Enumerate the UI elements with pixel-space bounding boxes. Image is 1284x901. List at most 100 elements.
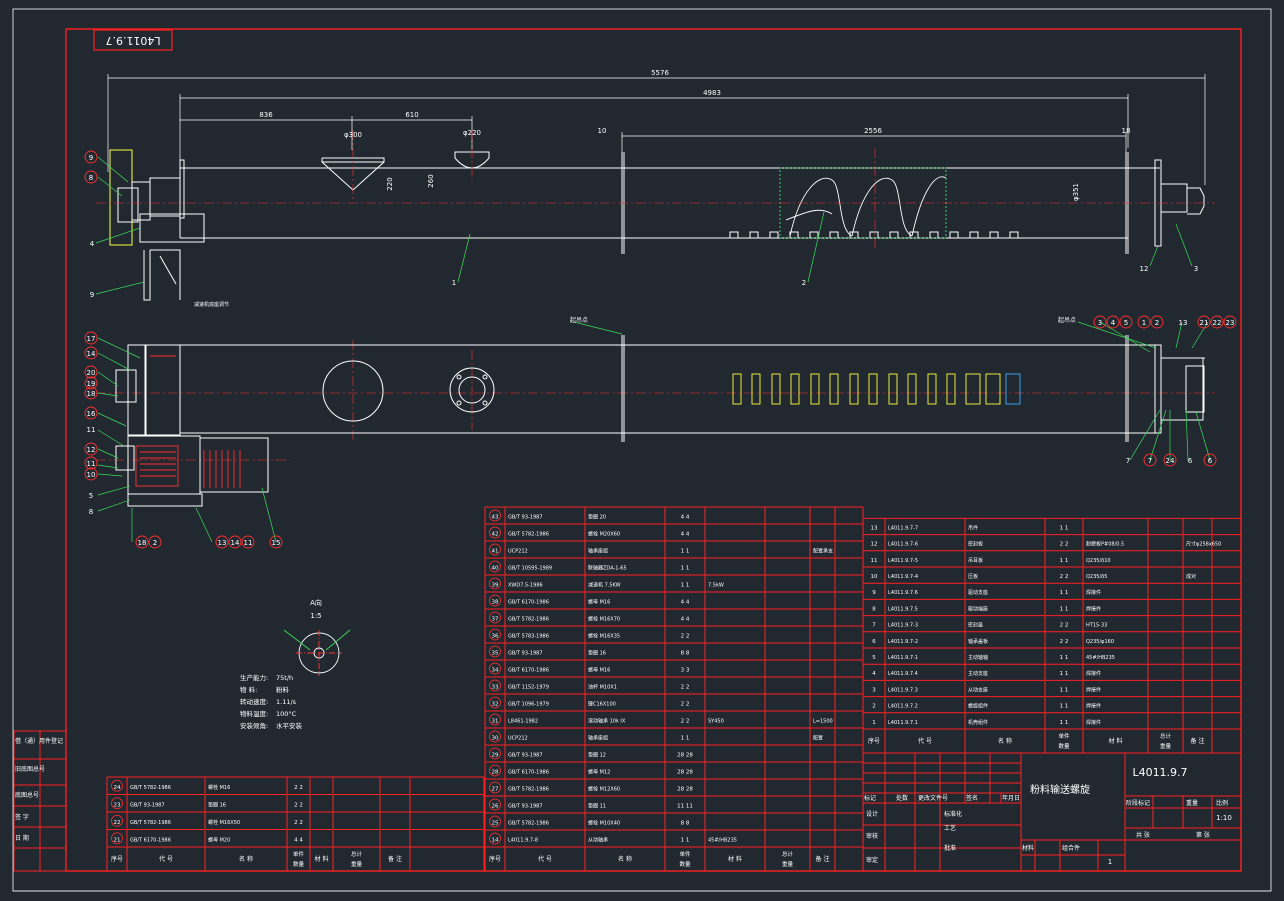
tb-label-date: 年月日 bbox=[1002, 794, 1020, 802]
tb-label-scale: 比例 bbox=[1216, 799, 1228, 807]
bom-mid-code-1: GB/T 5782-1986 bbox=[508, 532, 549, 538]
bom-mid-seq-13: 30 bbox=[492, 736, 499, 742]
balloon-plan-left-10: 5 bbox=[89, 492, 93, 500]
title-block-grid bbox=[862, 752, 1242, 872]
bom-right-code-11: L4011.9.7.2 bbox=[888, 704, 918, 710]
bom-right-material-10: 焊接件 bbox=[1086, 686, 1101, 693]
balloon-right-bottom-0: 7 bbox=[1126, 457, 1130, 465]
bom-mid-code-5: GB/T 6170-1986 bbox=[508, 600, 549, 606]
bom-right-material-5: 焊接件 bbox=[1086, 605, 1101, 612]
bom-mid-hdr-material: 材 料 bbox=[728, 855, 742, 863]
bom-mid-seq-1: 42 bbox=[492, 532, 499, 538]
bom-right-material-12: 焊接件 bbox=[1086, 719, 1101, 726]
bom-mid-seq-10: 33 bbox=[492, 685, 499, 691]
tb-label-page: 第 张 bbox=[1196, 831, 1210, 839]
bom-mid-seq-9: 34 bbox=[492, 668, 499, 674]
tech-spec: 生产能力: 75t/h 物 料: 粉料 转动速度: 1.11/s 物料温度: 1… bbox=[240, 673, 303, 730]
bom-mid-seq-ring-0 bbox=[489, 509, 501, 522]
bom-mid-seq-ring-16 bbox=[489, 781, 501, 794]
bom-left-name-3: 螺母 M20 bbox=[208, 836, 230, 843]
bom-mid-seq-ring-14 bbox=[489, 747, 501, 760]
tb-label-stage: 阶段标记 bbox=[1126, 799, 1150, 807]
bom-right-hdr-code: 代 号 bbox=[918, 737, 932, 745]
bom-right-material-9: 焊接件 bbox=[1086, 670, 1101, 677]
balloon-right-top-1: 4 bbox=[1111, 319, 1116, 327]
bom-mid-qty-16: 28 28 bbox=[677, 787, 693, 793]
dim-h1: 220 bbox=[386, 177, 394, 190]
balloon-plan-left-8: 11 bbox=[87, 460, 96, 468]
bom-left-name-1: 垫圈 16 bbox=[208, 801, 226, 808]
balloon-plan-bottom-1: 2 bbox=[153, 539, 157, 547]
bom-mid-qty-0: 4 4 bbox=[681, 515, 690, 521]
sidebar-cell-2: 底图总号 bbox=[15, 791, 39, 799]
bom-mid-seq-17: 26 bbox=[492, 804, 499, 810]
balloon-plan-bottom-3: 14 bbox=[231, 539, 240, 547]
bom-mid-name-7: 螺栓 M16X35 bbox=[588, 633, 620, 640]
outer-frame bbox=[12, 8, 1272, 892]
bom-left-hdr-name: 名 称 bbox=[239, 855, 253, 863]
bom-right-qty-11: 1 1 bbox=[1060, 704, 1069, 710]
bom-mid-seq-ring-19 bbox=[489, 832, 501, 845]
bom-right-seq-7: 6 bbox=[872, 639, 876, 645]
balloon-right-top-6: 21 bbox=[1200, 319, 1209, 327]
bom-right-qty-9: 1 1 bbox=[1060, 671, 1069, 677]
bom-mid-code-18: GB/T 5782-1986 bbox=[508, 821, 549, 827]
bom-left-name-0: 螺栓 M16 bbox=[208, 784, 230, 791]
bom-right-code-12: L4011.9.7.1 bbox=[888, 720, 918, 726]
spec-label-4: 安装倾角: bbox=[240, 721, 268, 730]
bom-mid-name-17: 垫圈 11 bbox=[588, 803, 606, 810]
tb-label-count: 处数 bbox=[896, 794, 908, 802]
tb-label-designer: 设计 bbox=[866, 810, 878, 818]
bom-right-qty-12: 1 1 bbox=[1060, 720, 1069, 726]
bom-left-seq-0: 24 bbox=[114, 785, 121, 791]
spec-value-4: 水平安装 bbox=[276, 721, 303, 730]
bom-mid-seq-12: 31 bbox=[492, 719, 499, 725]
bom-mid-seq-ring-13 bbox=[489, 730, 501, 743]
bom-right-code-5: L4011.9.7.5 bbox=[888, 606, 918, 612]
bom-right-code-4: L4011.9.7.6 bbox=[888, 590, 918, 596]
bom-mid-seq-ring-17 bbox=[489, 798, 501, 811]
dim-d2: 610 bbox=[405, 111, 418, 119]
bom-mid-seq-18: 25 bbox=[492, 821, 499, 827]
dim-d3: 2556 bbox=[864, 127, 882, 135]
bom-mid-qty-4: 1 1 bbox=[681, 583, 690, 589]
plan-view bbox=[115, 335, 1205, 507]
bom-mid-qty-6: 4 4 bbox=[681, 617, 690, 623]
bom-right-name-9: 主动支座 bbox=[968, 670, 988, 677]
balloon-plan-left-5: 16 bbox=[87, 410, 96, 418]
spec-label-0: 生产能力: bbox=[240, 673, 268, 682]
bom-right-hdr-remark: 备 注 bbox=[1191, 737, 1205, 745]
bom-right-material-1: 耐磨板P#08/0.5 bbox=[1086, 541, 1124, 548]
bom-left-seq-2: 22 bbox=[114, 820, 121, 826]
balloons bbox=[84, 150, 1237, 549]
bom-mid-hdr-unit: 单件 bbox=[679, 850, 691, 858]
bom-right-name-1: 密封板 bbox=[968, 541, 983, 548]
bom-right-material-4: 焊接件 bbox=[1086, 589, 1101, 596]
bom-right-code-8: L4011.9.7-1 bbox=[888, 655, 918, 661]
tb-label-audit: 审定 bbox=[866, 856, 878, 864]
bom-mid-remark-12: L=1500 bbox=[813, 719, 833, 725]
bom-mid-code-19: L4011.9.7-8 bbox=[508, 838, 538, 844]
dim-main: 4983 bbox=[703, 89, 721, 97]
balloon-top-0: 9 bbox=[89, 154, 93, 162]
balloon-plan-left-7: 12 bbox=[87, 446, 96, 454]
bom-left-qty-3: 4 4 bbox=[294, 837, 303, 843]
bom-mid-name-13: 轴承座组 bbox=[588, 735, 608, 742]
bom-mid-seq-ring-4 bbox=[489, 577, 501, 590]
bom-mid-seq-ring-5 bbox=[489, 594, 501, 607]
sidebar-cell-1: 旧底图总号 bbox=[15, 765, 45, 773]
bom-mid-qty-13: 1 1 bbox=[681, 736, 690, 742]
bom-mid-name-9: 螺母 M16 bbox=[588, 667, 610, 674]
bom-left-seq-1: 23 bbox=[114, 802, 121, 808]
bom-mid-code-9: GB/T 6170-1986 bbox=[508, 668, 549, 674]
bom-right-seq-3: 10 bbox=[871, 574, 878, 580]
bom-mid-code-16: GB/T 5782-1986 bbox=[508, 787, 549, 793]
bom-mid-hdr-code: 代 号 bbox=[538, 855, 552, 863]
bom-right-code-2: L4011.9.7-5 bbox=[888, 558, 918, 564]
bom-mid-seq-ring-6 bbox=[489, 611, 501, 624]
tb-label-change: 更改文件号 bbox=[918, 794, 948, 802]
lift-point-label-right: 起吊点 bbox=[1058, 316, 1076, 324]
bom-mid-name-11: 键C16X100 bbox=[588, 701, 616, 708]
